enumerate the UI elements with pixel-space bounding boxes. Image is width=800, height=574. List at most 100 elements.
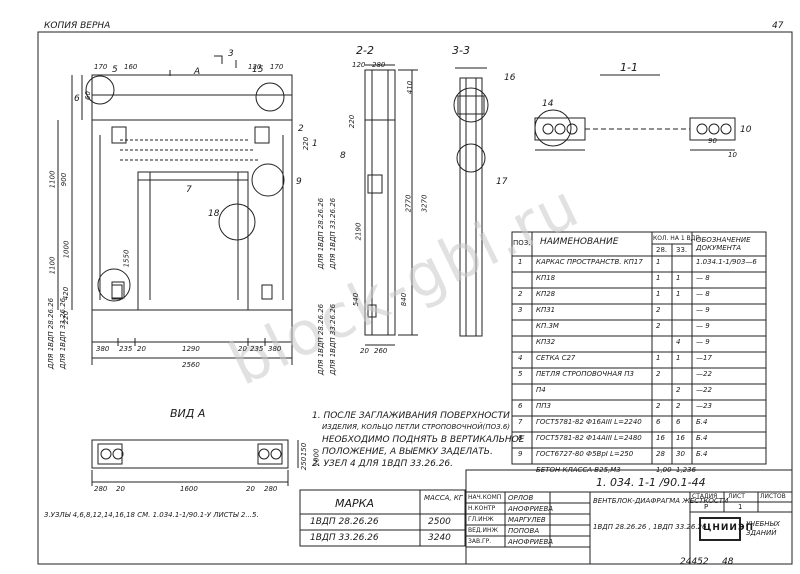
spec-row-pos: 4: [518, 354, 523, 362]
sheet-head: ЛИСТ: [728, 493, 745, 500]
spec-row-q2: 1: [676, 354, 681, 362]
spec-row-pos: 6: [518, 402, 523, 410]
dim-top-3: 120: [248, 63, 262, 71]
spec-row-name: ГОСТ5781-82 Ф16АIII L=2240: [536, 418, 642, 426]
spec-row-name: КП31: [536, 306, 556, 314]
spec-row-name: П4: [536, 386, 546, 394]
spec-row-q2: 6: [676, 418, 681, 426]
person-4: ПОПОВА: [508, 527, 540, 535]
spec-row-q2: 2: [676, 402, 681, 410]
spec-row-doc: — 8: [696, 274, 710, 282]
dim-s2b-20: 20: [360, 347, 369, 355]
mass-row-1: 2500: [428, 517, 451, 527]
note-line-5: 2. УЗЕЛ 4 ДЛЯ 1ВДП 33.26.26.: [312, 459, 454, 469]
spec-row-pos: 8: [518, 434, 523, 442]
mark-14: 14: [542, 99, 554, 109]
sheet-number: 47: [772, 21, 784, 31]
side-label-33c: ДЛЯ 1ВДП 33.26.26: [329, 303, 338, 376]
mark-9: 9: [296, 177, 302, 187]
dim-detail-90: 90: [708, 137, 717, 145]
side-label-28c: ДЛЯ 1ВДП 28.26.26: [317, 303, 326, 376]
role-3: ГЛ.ИНЖ: [468, 516, 494, 523]
spec-row-q1: 16: [656, 434, 665, 442]
spec-row-name: СЕТКА С27: [536, 354, 576, 362]
spec-row-name: КП32: [536, 338, 556, 346]
section-label-3-3: 3-3: [452, 44, 470, 57]
spec-row-name: ПЕТЛЯ СТРОПОВОЧНАЯ П3: [536, 370, 634, 378]
mark-3: 3: [228, 49, 234, 59]
dim-inner-2190: 2190: [354, 222, 363, 241]
person-2: АНОФРИЕВА: [508, 505, 554, 513]
dim-left-4: 1100: [48, 256, 57, 275]
marka-row-1: 1ВДП 28.26.26: [310, 517, 379, 527]
person-3: МАРГУЛЕВ: [508, 516, 546, 524]
spec-head-pos: ПОЗ.: [513, 239, 531, 247]
dim-var-2: 250: [300, 456, 309, 471]
inventory-sheet: 48: [722, 557, 734, 567]
plan-view: [57, 55, 293, 365]
dim-va-3: 1600: [180, 485, 198, 493]
view-a-label: ВИД А: [170, 407, 206, 420]
role-2: Н.КОНТР: [468, 505, 496, 512]
doc-code: 1. 034. 1-1 /90.1-44: [596, 476, 706, 489]
spec-row-q1: 2: [656, 370, 661, 378]
dim-total: 2560: [182, 361, 200, 369]
spec-row-q1: 1: [656, 274, 661, 282]
dim-left-2: 1100: [48, 170, 57, 189]
spec-head-q2: 33.: [676, 246, 688, 254]
spec-row-doc: — 9: [696, 322, 710, 330]
mass-head: МАССА, КГ: [424, 494, 463, 502]
title-line-2: 1ВДП 28.26.26 , 1ВДП 33.26.26: [593, 523, 707, 531]
role-4: ВЕД.ИНЖ: [468, 527, 498, 534]
dim-va-5: 280: [264, 485, 278, 493]
spec-row-doc: — 9: [696, 338, 710, 346]
note-line-2: ИЗДЕЛИЯ, КОЛЬЦО ПЕТЛИ СТРОПОВОЧНОЙ(ПОЗ.6…: [322, 423, 511, 431]
spec-row-q1: 6: [656, 418, 661, 426]
dim-va-4: 20: [246, 485, 255, 493]
spec-row-q1: 2: [656, 402, 661, 410]
spec-head-q1: 28.: [656, 246, 668, 254]
mark-8: 8: [340, 151, 346, 161]
org-sub: УЧЕБНЫХ ЗДАНИЙ: [746, 520, 781, 538]
section-label-2-2: 2-2: [356, 44, 374, 57]
note-line-4: ПОЛОЖЕНИЕ, А ВЫЕМКУ ЗАДЕЛАТЬ.: [322, 447, 493, 457]
spec-table-grid: [511, 231, 767, 465]
mark-1: 1: [312, 139, 318, 149]
dim-s2-280: 280: [372, 61, 386, 69]
dim-s2-120: 120: [352, 61, 366, 69]
dim-var-1: 150: [300, 442, 309, 457]
spec-row-q1: 2: [656, 306, 661, 314]
dim-inner-2770: 2770: [404, 194, 413, 213]
dim-detail-10: 10: [728, 151, 737, 159]
side-label-28b: ДЛЯ 1ВДП 28.26.26: [317, 197, 326, 270]
spec-row-q1: 28: [656, 450, 665, 458]
side-label-33: ДЛЯ 1ВДП 33.26.26: [59, 297, 68, 370]
dim-bottom-1: 380: [96, 345, 110, 353]
section-3-3: [453, 67, 489, 337]
spec-row-name: БЕТОН КЛАССА В25,М3: [536, 466, 621, 474]
spec-head-qty: КОЛ. НА 1 ВДП: [653, 235, 700, 242]
spec-row-name: КАРКАС ПРОСТРАНСТВ. КП17: [536, 258, 643, 266]
spec-row-doc: — 9: [696, 306, 710, 314]
section-1-1: [534, 74, 736, 151]
dim-bottom-3: 20: [137, 345, 146, 353]
spec-row-doc: —23: [696, 402, 712, 410]
spec-row-name: КП28: [536, 290, 556, 298]
spec-row-q2: 2: [676, 386, 681, 394]
spec-row-pos: 1: [518, 258, 523, 266]
marka-row-2: 1ВДП 33.26.26: [310, 533, 379, 543]
section-label-1-1: 1-1: [620, 61, 638, 74]
mark-2: 2: [298, 124, 304, 134]
spec-row-name: КП.3М: [536, 322, 559, 330]
mark-6: 6: [74, 94, 80, 104]
dim-va-1: 280: [94, 485, 108, 493]
spec-row-q2: 1,236: [676, 466, 697, 474]
dim-inner-1550: 1550: [122, 249, 131, 268]
mark-17: 17: [496, 177, 508, 187]
mark-7: 7: [186, 185, 192, 195]
marka-table-grid: [299, 489, 466, 547]
spec-row-q2: 4: [676, 338, 681, 346]
arrow-a-label: А: [194, 67, 201, 77]
dim-va-2: 20: [116, 485, 125, 493]
